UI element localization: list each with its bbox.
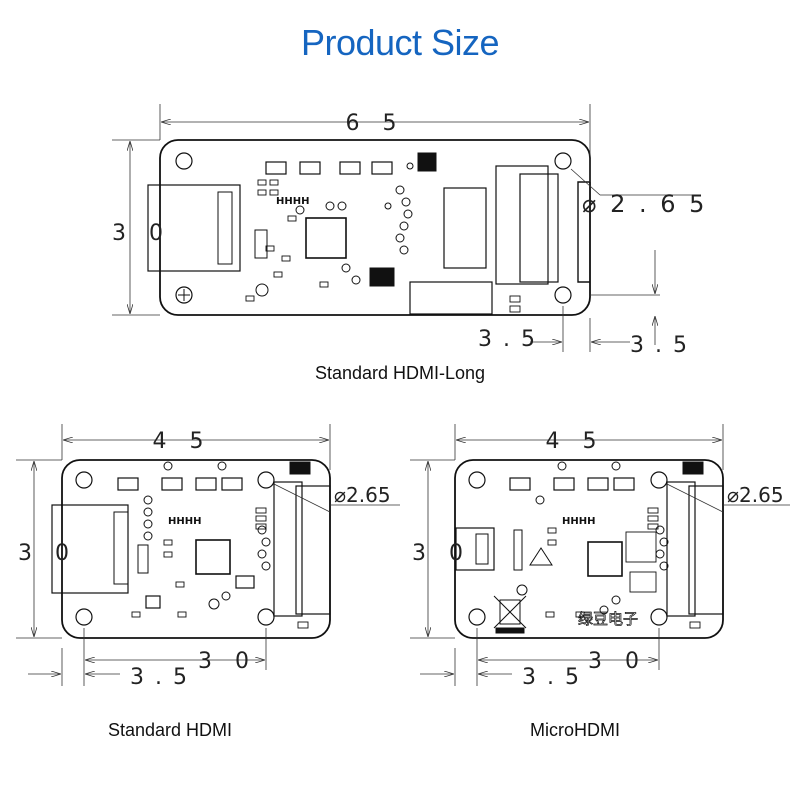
board-long-hole-tr <box>554 152 572 170</box>
board-long <box>147 139 591 316</box>
board-standard-silk: HHHH <box>168 516 201 527</box>
board-long-height-label: 3 0 <box>112 221 171 246</box>
board-standard-fpc-connector <box>273 481 303 617</box>
board-micro <box>454 459 724 639</box>
board-long-outline <box>159 139 591 316</box>
board-long-hdmi-connector <box>147 184 241 272</box>
board-long-width-label: 6 5 <box>346 111 405 136</box>
board-micro-offset-label: 3 . 5 <box>522 665 581 690</box>
board-standard-main-chip <box>195 539 231 575</box>
board-long-silk: HHHH <box>276 196 309 207</box>
board-micro-spacing-label: 3 0 <box>588 649 647 674</box>
board-long-hole-tl <box>175 152 193 170</box>
board-micro-silk: HHHH <box>562 516 595 527</box>
board-standard-hole-label: ⌀2.65 <box>334 483 391 507</box>
board-micro-fpc-connector <box>666 481 696 617</box>
board-standard-width-label: 4 5 <box>153 429 212 454</box>
board-long-offset-left-label: 3 . 5 <box>478 327 537 352</box>
board-long-hole-label: ⌀ 2 . 6 5 <box>582 190 707 218</box>
board-micro-main-chip <box>587 541 623 577</box>
caption-micro-hdmi: MicroHDMI <box>530 720 620 740</box>
board-standard-offset-label: 3 . 5 <box>130 665 189 690</box>
page-title: Product Size <box>300 22 500 63</box>
board-long-main-chip <box>305 217 347 259</box>
caption-standard-hdmi: Standard HDMI <box>107 720 233 740</box>
board-standard-spacing-label: 3 0 <box>198 649 257 674</box>
board-long-offset-right-label: 3 . 5 <box>630 333 689 358</box>
board-long-fpc-connector-2 <box>495 165 549 285</box>
board-micro-hdmi-connector <box>455 527 495 571</box>
board-micro-width-label: 4 5 <box>546 429 605 454</box>
board-micro-brand-logo: 绿豆电子 <box>578 610 638 628</box>
board-standard <box>51 459 331 639</box>
board-long-fpc-connector <box>443 187 487 269</box>
board-standard-height-label: 3 0 <box>18 541 77 566</box>
caption-hdmi-long: Standard HDMI-Long <box>314 363 486 383</box>
board-long-hole-br <box>554 286 572 304</box>
board-micro-hole-label: ⌀2.65 <box>727 483 784 507</box>
board-long-hole-bl <box>175 286 193 304</box>
board-micro-height-label: 3 0 <box>412 541 471 566</box>
